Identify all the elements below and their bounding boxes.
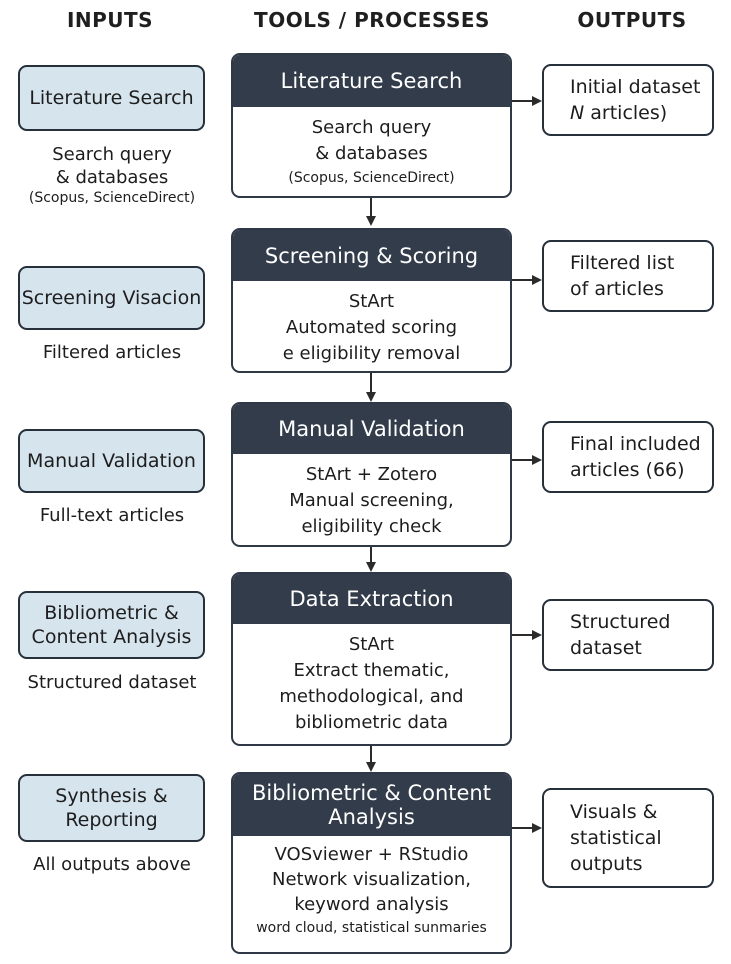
process-body-line: Extract thematic, [293,660,450,681]
caption-line: All outputs above [33,854,191,875]
input-screening-visacion: Screening Visacion [18,266,205,330]
process-body-line: Network visualization, [271,869,472,890]
output-line: outputs [570,853,643,875]
process-screening-scoring: Screening & Scoring StArt Automated scor… [231,228,512,373]
output-line: Structured [570,611,671,633]
process-body-line: Manual screening, [289,490,454,511]
output-line: statistical [570,827,662,849]
caption-line: Full-text articles [39,505,185,526]
process-body-line: Search query [311,117,432,138]
process-title-line: Manual Validation [278,417,465,441]
process-body: Search query & databases (Scopus, Scienc… [233,107,510,189]
process-body-line: e eligibility removal [282,343,461,364]
process-body-line: eligibility check [301,516,442,537]
process-title: Manual Validation [233,404,510,454]
process-body-line: keyword analysis [294,894,449,915]
process-title-line: Bibliometric & Content [252,781,491,805]
output-visuals-statistical: Visuals & statistical outputs [542,788,714,888]
input-caption-4: Structured dataset [12,671,212,694]
process-title: Screening & Scoring [233,230,510,281]
process-body-line: & databases [315,143,428,164]
process-data-extraction: Data Extraction StArt Extract thematic, … [231,572,512,746]
input-box-label: Literature Search [29,87,194,109]
output-line: of articles [570,278,664,300]
process-bibliometric-content-analysis: Bibliometric & Content Analysis VOSviewe… [231,772,512,954]
process-body: StArt Automated scoring e eligibility re… [233,281,510,367]
input-caption-1: Search query & databases (Scopus, Scienc… [12,143,212,207]
process-body-line: methodological, and [279,686,464,707]
process-title-line: Analysis [328,805,415,829]
caption-line: Filtered articles [42,342,182,363]
input-box-label: Manual Validation [27,450,196,472]
process-body-line: VOSviewer + RStudio [274,844,469,865]
inputs-header: INPUTS [66,8,154,32]
process-body: StArt Extract thematic, methodological, … [233,624,510,736]
output-line-italic-n: N articles) [570,102,668,124]
process-title: Literature Search [233,55,510,107]
process-body-small: (Scopus, ScienceDirect) [288,170,455,186]
process-body: VOSviewer + RStudio Network visualizatio… [233,836,510,939]
tools-processes-header: TOOLS / PROCESSES [254,8,490,32]
output-filtered-list: Filtered list of articles [542,240,714,312]
output-line: Final included [570,433,701,455]
output-final-included: Final included articles (66) [542,421,714,493]
input-bibliometric-content: Bibliometric & Content Analysis [18,591,205,659]
process-title-line: Data Extraction [289,587,454,611]
input-box-label: Synthesis & [55,785,168,807]
output-line: Filtered list [570,252,675,274]
caption-line: Search query [52,144,172,165]
process-body-line: StArt [348,634,395,655]
caption-line-small: (Scopus, ScienceDirect) [28,190,196,206]
input-box-label: Screening Visacion [21,287,202,309]
process-title-line: Literature Search [280,69,463,93]
process-body-line: StArt + Zotero [305,464,438,485]
process-manual-validation: Manual Validation StArt + Zotero Manual … [231,402,512,547]
process-body-line: StArt [348,291,395,312]
output-line: dataset [570,637,642,659]
input-caption-5: All outputs above [12,853,212,876]
process-title: Data Extraction [233,574,510,624]
process-body-line: Automated scoring [285,317,458,338]
output-initial-dataset: Initial dataset N articles) [542,64,714,136]
process-title: Bibliometric & Content Analysis [233,774,510,836]
process-title-line: Screening & Scoring [264,243,479,268]
input-box-label: Reporting [65,809,158,831]
output-line: Visuals & [570,801,658,823]
process-literature-search: Literature Search Search query & databas… [231,53,512,198]
output-line: articles (66) [570,459,685,481]
output-line: Initial dataset [570,76,701,98]
input-caption-2: Filtered articles [12,341,212,364]
input-synthesis-reporting: Synthesis & Reporting [18,774,205,842]
output-structured-dataset: Structured dataset [542,599,714,671]
input-literature-search: Literature Search [18,65,205,131]
input-box-label: Content Analysis [31,626,192,648]
caption-line: & databases [55,167,169,188]
input-box-label: Bibliometric & [44,602,179,624]
caption-line: Structured dataset [27,672,197,693]
outputs-header: OUTPUTS [577,8,687,32]
process-body-small: word cloud, statistical sunmaries [256,920,487,936]
process-body-line: bibliometric data [294,712,449,733]
input-caption-3: Full-text articles [12,504,212,527]
input-manual-validation: Manual Validation [18,429,205,493]
process-body: StArt + Zotero Manual screening, eligibi… [233,454,510,540]
